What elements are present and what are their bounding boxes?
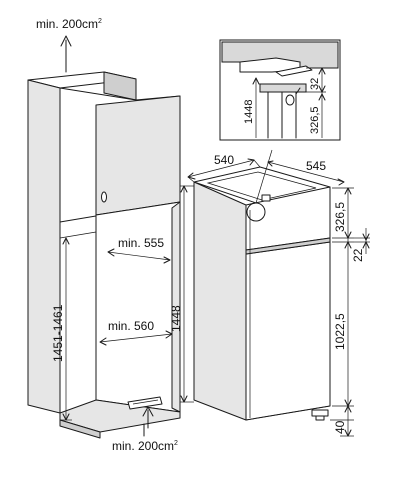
fridge-width-ext-right <box>253 159 261 168</box>
fridge-top-inner <box>206 171 317 201</box>
detail-32-arrows <box>318 67 326 93</box>
fridge-width-line <box>187 159 255 178</box>
door-handle-icon <box>101 191 107 203</box>
niche-width-label: min. 560 <box>108 319 154 333</box>
cabinet-upper-front <box>95 95 181 216</box>
niche-width-line <box>99 333 173 343</box>
vent-bottom-label: min. 200cm2 <box>112 439 178 453</box>
niche-depth-label: min. 555 <box>118 236 164 250</box>
fridge-height-label: 1448 <box>169 305 183 332</box>
gap-label: 22 <box>351 248 365 262</box>
detail-326-arrow <box>318 93 326 101</box>
fridge-unit: 540 545 1448 326,5 1022,5 22 40 <box>169 149 370 437</box>
niche-depth-line <box>107 251 171 261</box>
fridge-foot-pad <box>315 415 325 421</box>
niche-height-ext-top <box>59 231 97 239</box>
fridge-lower-label: 1022,5 <box>333 313 347 350</box>
niche-height-label: 1451-1461 <box>51 304 65 362</box>
bottom-gap-label: 40 <box>333 420 347 434</box>
cabinet-side-panel <box>27 79 61 414</box>
niche-height-arrows <box>62 237 70 421</box>
detail-fridge-top <box>259 83 307 93</box>
detail-hinge-arm <box>275 65 313 77</box>
hinge-icon <box>261 194 271 202</box>
detail-326-label: 326,5 <box>309 106 321 134</box>
cabinet-niche: min. 200cm2 min. 200cm2 1451-1461 min. 5… <box>27 17 181 453</box>
fridge-width-label: 540 <box>214 153 234 167</box>
detail-screw-icon <box>285 94 295 106</box>
door-gap <box>245 237 331 255</box>
fridge-side <box>193 181 247 421</box>
fridge-height-arrows <box>180 185 188 403</box>
fridge-depth-arrows <box>267 160 345 186</box>
detail-height-arrow <box>252 77 260 85</box>
detail-height-label: 1448 <box>243 100 255 124</box>
freezer-height-arrows <box>344 187 352 239</box>
fridge-depth-label: 545 <box>306 159 326 173</box>
vent-arrow-up-icon <box>60 35 72 73</box>
fridge-foot <box>311 409 329 417</box>
detail-fixing-arrow <box>295 87 301 95</box>
fridge-bottom-edge <box>245 405 331 421</box>
detail-32-label: 32 <box>309 78 321 90</box>
niche-width-arrows <box>99 330 173 346</box>
vent-top-label: min. 200cm2 <box>36 17 102 31</box>
niche-opening <box>95 201 181 413</box>
fridge-width-ext-left <box>187 176 195 183</box>
fridge-width-arrows <box>187 158 255 180</box>
detail-inset: 1448 32 326,5 <box>219 39 341 141</box>
bottom-vent-grille <box>127 396 163 410</box>
freezer-height-label: 326,5 <box>333 202 347 232</box>
niche-depth-arrows <box>107 248 171 264</box>
vent-arrow-bottom-icon <box>142 406 154 429</box>
fridge-door <box>245 241 331 421</box>
fridge-depth-line <box>267 161 345 183</box>
vent-slot <box>132 399 159 405</box>
detail-leader-line <box>255 149 273 204</box>
cabinet-plinth <box>59 419 101 439</box>
